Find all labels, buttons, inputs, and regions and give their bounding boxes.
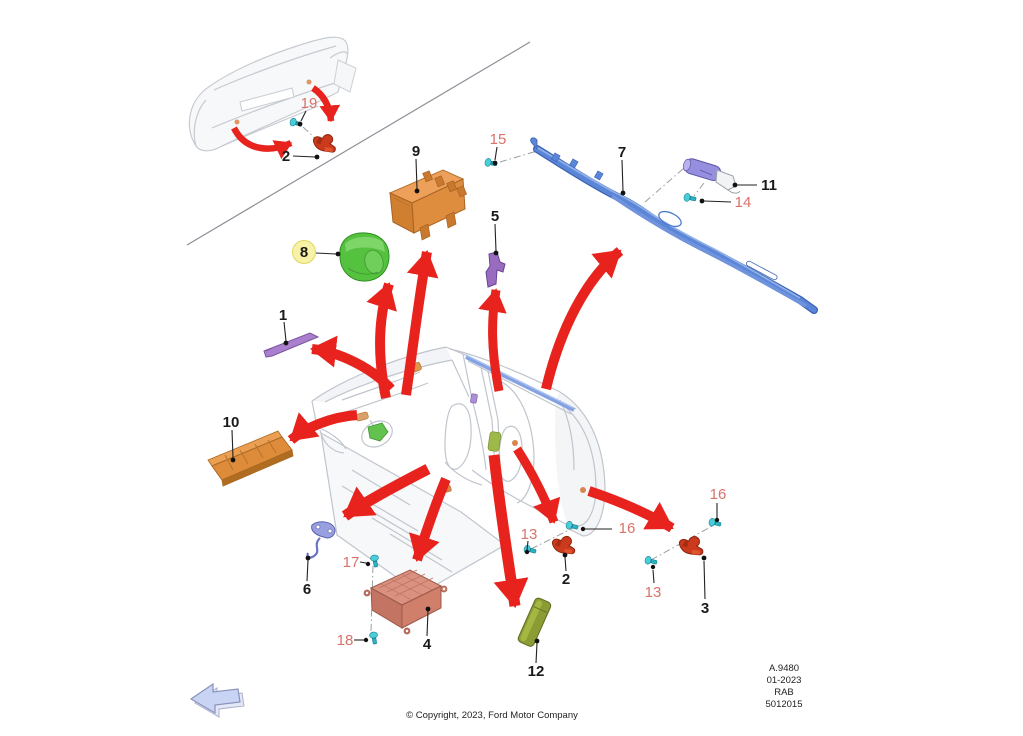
callout-11[interactable]: 11	[761, 177, 777, 194]
ref-date: 01-2023	[767, 675, 802, 686]
arrow-to-bumper-sensor-top	[311, 85, 341, 123]
bumper-ghost	[188, 36, 357, 152]
bolt-13-left[interactable]	[522, 544, 538, 556]
rear-sensor-location	[580, 487, 586, 493]
exploded-parts	[207, 132, 818, 648]
callout-leaders	[230, 110, 757, 664]
arrow-to-part-4	[409, 477, 451, 562]
arrow-to-part-6	[341, 464, 431, 521]
callout-4[interactable]: 4	[423, 636, 432, 653]
b-pillar-sensor-location	[470, 393, 478, 404]
callout-6[interactable]: 6	[303, 581, 311, 598]
callout-8-highlight	[292, 240, 316, 264]
callout-10[interactable]: 10	[223, 414, 240, 431]
callout-12[interactable]: 12	[528, 663, 545, 680]
callout-9[interactable]: 9	[412, 143, 420, 160]
copyright-text: © Copyright, 2023, Ford Motor Company	[406, 710, 578, 721]
callout-labels: 1 2 2 3 4 5 6 7 8 9 10 11 12 13 13 14 15…	[223, 95, 777, 680]
part-8-driver-airbag[interactable]	[339, 232, 390, 282]
part-2-impact-sensor-bumper[interactable]	[311, 132, 338, 153]
side-sensor-location	[512, 440, 518, 446]
arrow-to-part-5	[478, 288, 507, 392]
part-9-passenger-airbag[interactable]	[388, 169, 468, 241]
part-7-curtain-airbag[interactable]	[530, 137, 818, 314]
arrow-to-part-7	[541, 247, 624, 391]
arrow-to-bumper-sensor-left	[231, 126, 293, 160]
driver-airbag-location	[367, 422, 389, 442]
curtain-rail-location	[465, 355, 575, 412]
arrow-to-part-12	[488, 454, 529, 609]
callout-5[interactable]: 5	[491, 208, 499, 225]
part-2-impact-sensor-body[interactable]	[551, 534, 577, 555]
view-direction-arrow[interactable]	[189, 682, 245, 718]
part-6-sensor-bracket[interactable]	[306, 521, 336, 559]
bolt-18[interactable]	[368, 631, 380, 645]
callout-2-inset[interactable]: 2	[282, 148, 290, 165]
callout-15[interactable]: 15	[490, 131, 507, 148]
inset-separator-line	[186, 41, 531, 246]
part-4-restraint-control-module[interactable]	[363, 569, 448, 635]
callout-14[interactable]: 14	[735, 194, 752, 211]
callout-13-left[interactable]: 13	[521, 526, 538, 543]
callout-8[interactable]: 8	[300, 244, 308, 261]
arrow-to-part-9	[401, 250, 439, 396]
callout-16-right[interactable]: 16	[710, 486, 727, 503]
ref-code: RAB	[774, 687, 794, 698]
locator-arrows	[231, 85, 675, 609]
callout-17[interactable]: 17	[343, 554, 360, 571]
part-12-seat-airbag[interactable]	[517, 597, 552, 648]
part-10-knee-airbag[interactable]	[207, 430, 294, 487]
callout-7[interactable]: 7	[618, 144, 626, 161]
arrow-to-part-8	[366, 282, 397, 400]
ref-catalog: A.9480	[769, 663, 799, 674]
arrow-to-part-2-body	[513, 446, 561, 524]
callout-16-left[interactable]: 16	[619, 520, 636, 537]
ref-number: 5012015	[766, 699, 803, 710]
callout-19[interactable]: 19	[301, 95, 318, 112]
part-3-impact-sensor-rear[interactable]	[678, 534, 705, 556]
callout-13-right[interactable]: 13	[645, 584, 662, 601]
callout-3[interactable]: 3	[701, 600, 709, 617]
arrow-to-part-3	[587, 486, 675, 533]
arrow-to-part-10	[287, 410, 358, 444]
knee-airbag-location	[355, 411, 369, 422]
callout-2-body[interactable]: 2	[562, 571, 570, 588]
part-11-curtain-bracket[interactable]	[682, 157, 741, 194]
part-5-pillar-bracket[interactable]	[485, 251, 506, 288]
seat-airbag-location	[487, 431, 502, 452]
reference-block: A.9480 01-2023 RAB 5012015	[766, 663, 803, 710]
callout-1[interactable]: 1	[279, 307, 287, 324]
callout-18[interactable]: 18	[337, 632, 354, 649]
part-1-trim-strip[interactable]	[263, 332, 320, 358]
